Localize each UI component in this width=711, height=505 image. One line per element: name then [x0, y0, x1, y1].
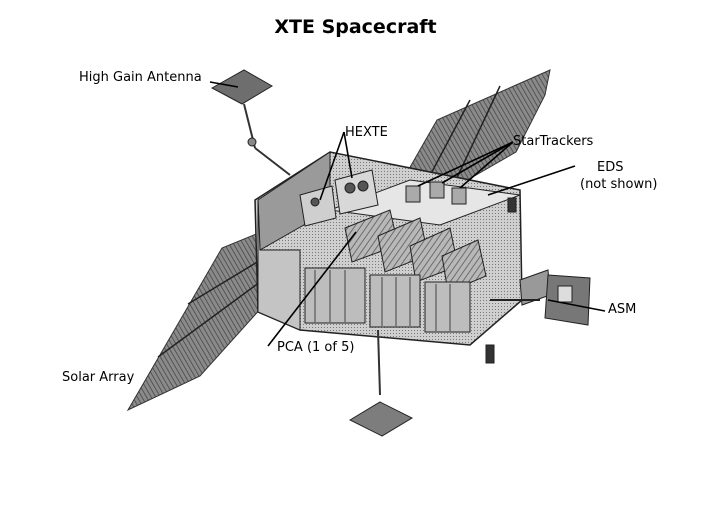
label-eds: EDS	[597, 160, 624, 175]
label-solar-array: Solar Array	[62, 370, 135, 385]
star-tracker-units	[405, 181, 467, 205]
pca-detectors	[344, 209, 487, 293]
label-eds-note: (not shown)	[580, 177, 658, 192]
label-pca: PCA (1 of 5)	[277, 340, 355, 355]
label-high-gain-antenna: High Gain Antenna	[79, 70, 202, 85]
label-asm: ASM	[608, 302, 637, 317]
high-gain-antenna-dish	[210, 69, 273, 105]
hexte-units	[299, 169, 379, 227]
label-hexte: HEXTE	[345, 125, 388, 140]
lower-antenna-boom	[377, 329, 381, 396]
diagram-title: XTE Spacecraft	[274, 16, 437, 38]
top-deck	[329, 179, 521, 226]
asm-assembly	[490, 269, 591, 326]
leader-lines	[209, 81, 606, 347]
label-star-trackers: StarTrackers	[513, 134, 594, 149]
lower-antenna-dish	[348, 401, 414, 437]
